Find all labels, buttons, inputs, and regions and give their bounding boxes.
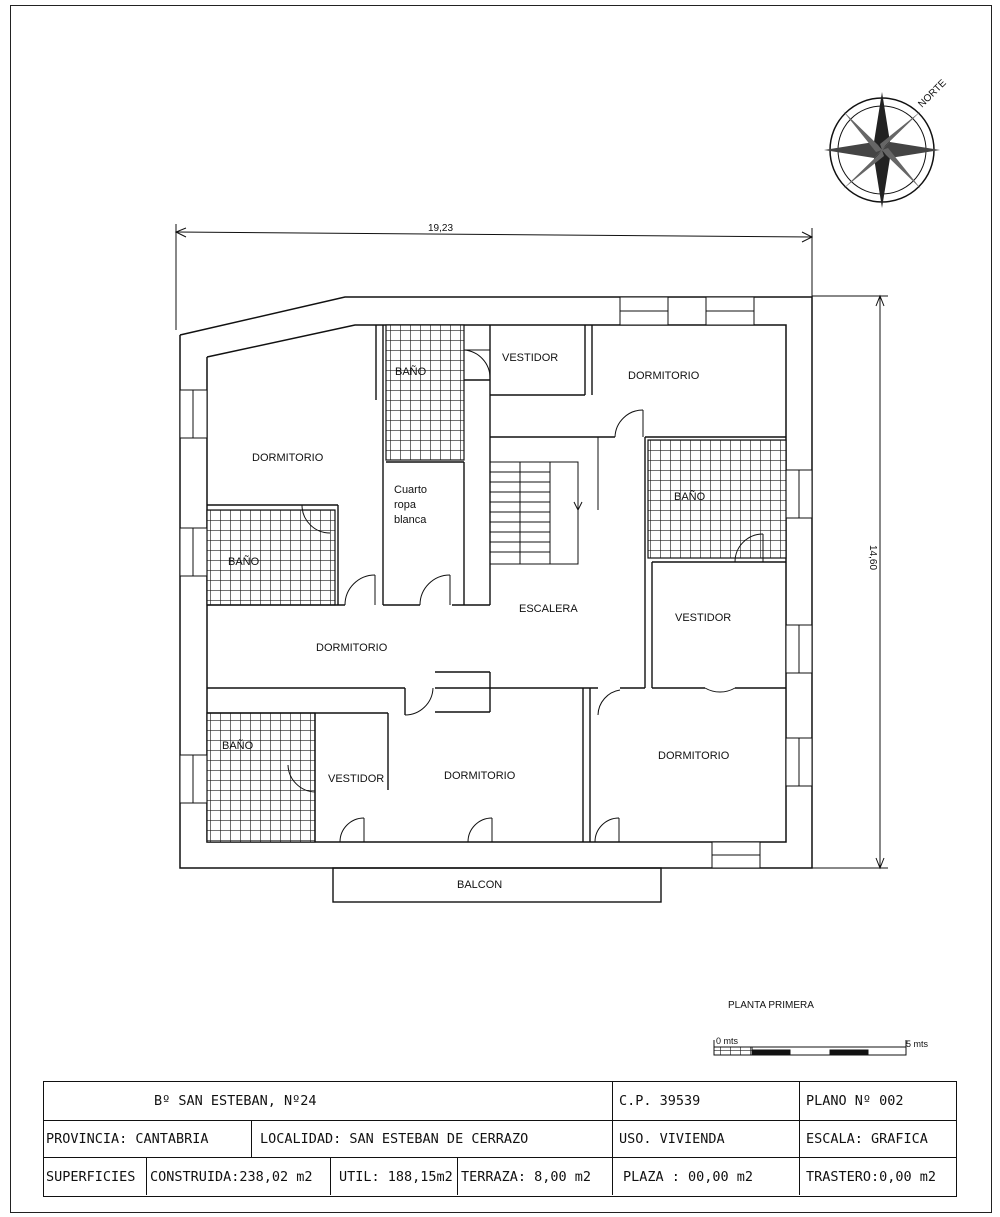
plan-number: PLANO Nº 002 <box>806 1093 904 1109</box>
uso: USO. VIVIENDA <box>619 1131 725 1147</box>
room-label-cuarto-ropa-3: blanca <box>394 514 427 526</box>
plan-title: PLANTA PRIMERA <box>728 1000 814 1011</box>
localidad-cell: LOCALIDAD: SAN ESTEBAN DE CERRAZO <box>252 1121 613 1158</box>
room-label-bano-2: BAÑO <box>674 490 706 503</box>
balcony <box>332 867 662 903</box>
room-label-dormitorio-2: DORMITORIO <box>252 452 324 464</box>
room-label-dormitorio-1: DORMITORIO <box>628 370 700 382</box>
compass-rose-icon: NORTE <box>824 77 949 208</box>
provincia: PROVINCIA: CANTABRIA <box>46 1131 209 1147</box>
tiled-bathrooms <box>206 324 787 843</box>
util-cell: UTIL: 188,15m2 <box>331 1158 458 1195</box>
superficies-label: SUPERFICIES <box>46 1168 136 1185</box>
superficie-construida: CONSTRUIDA:238,02 m2 <box>150 1168 313 1185</box>
localidad: LOCALIDAD: SAN ESTEBAN DE CERRAZO <box>260 1131 529 1147</box>
room-label-bano-3: BAÑO <box>228 555 260 568</box>
superficie-terraza: TERRAZA: 8,00 m2 <box>461 1168 592 1185</box>
plaza-cell: PLAZA : 00,00 m2 <box>613 1158 800 1195</box>
address: Bº SAN ESTEBAN, Nº24 <box>154 1093 317 1109</box>
scale-end-label: 5 mts <box>906 1039 929 1049</box>
room-label-escalera: ESCALERA <box>519 603 578 615</box>
room-label-vestidor-2: VESTIDOR <box>675 612 731 624</box>
room-label-dormitorio-4: DORMITORIO <box>444 770 516 782</box>
sheet-border <box>10 5 992 1213</box>
scale-bar <box>713 1040 907 1056</box>
room-label-dormitorio-3: DORMITORIO <box>316 642 388 654</box>
interior-walls <box>207 325 786 842</box>
room-label-vestidor-3: VESTIDOR <box>328 773 384 785</box>
height-dimension <box>812 294 888 870</box>
address-cell: Bº SAN ESTEBAN, Nº24 <box>44 1082 613 1121</box>
trastero-cell: TRASTERO:0,00 m2 <box>800 1158 956 1195</box>
title-block: Bº SAN ESTEBAN, Nº24 C.P. 39539 PLANO Nº… <box>43 1081 957 1197</box>
room-label-vestidor-1: VESTIDOR <box>502 352 558 364</box>
superficie-util: UTIL: 188,15m2 <box>339 1168 453 1185</box>
postal-code: C.P. 39539 <box>619 1093 701 1109</box>
cp-cell: C.P. 39539 <box>613 1082 800 1121</box>
windows <box>179 296 813 869</box>
plaza: PLAZA : 00,00 m2 <box>623 1168 754 1185</box>
room-label-cuarto-ropa-1: Cuarto <box>394 484 427 496</box>
door-swings <box>287 349 764 843</box>
staircase <box>489 437 599 565</box>
plano-cell: PLANO Nº 002 <box>800 1082 956 1121</box>
escala-cell: ESCALA: GRAFICA <box>800 1121 956 1158</box>
width-dimension <box>174 224 814 330</box>
room-label-dormitorio-5: DORMITORIO <box>658 750 730 762</box>
room-label-bano-1: BAÑO <box>395 365 427 378</box>
width-dimension-label: 19,23 <box>428 223 453 234</box>
provincia-cell: PROVINCIA: CANTABRIA <box>44 1121 252 1158</box>
uso-cell: USO. VIVIENDA <box>613 1121 800 1158</box>
construida-cell: CONSTRUIDA:238,02 m2 <box>147 1158 331 1195</box>
room-label-balcon: BALCON <box>457 879 502 891</box>
superficies-cell: SUPERFICIES <box>44 1158 147 1195</box>
north-label: NORTE <box>916 77 949 110</box>
height-dimension-label: 14,60 <box>867 545 878 570</box>
terraza-cell: TERRAZA: 8,00 m2 <box>458 1158 613 1195</box>
escala: ESCALA: GRAFICA <box>806 1131 928 1147</box>
trastero: TRASTERO:0,00 m2 <box>806 1168 937 1185</box>
room-label-bano-4: BAÑO <box>222 739 254 752</box>
scale-start-label: 0 mts <box>716 1036 739 1046</box>
room-label-cuarto-ropa-2: ropa <box>394 499 417 511</box>
